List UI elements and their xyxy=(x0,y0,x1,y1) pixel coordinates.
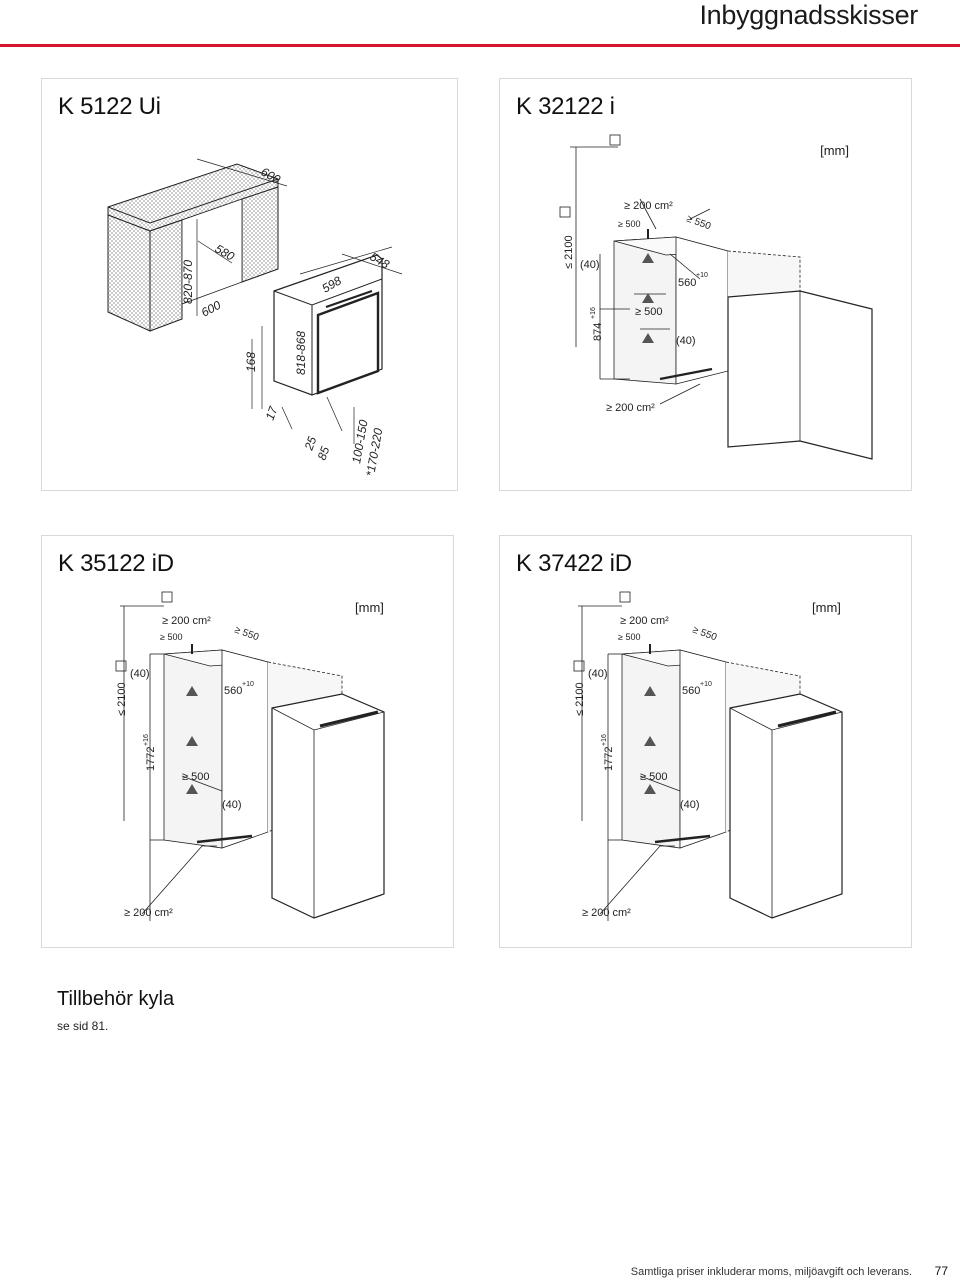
dim-niche-width-tol: +10 xyxy=(696,272,708,279)
panel-heading: K 37422 iD xyxy=(516,550,632,577)
dim-vent-bottom: ≥ 200 cm² xyxy=(124,907,173,919)
dim-niche-height: 1772 xyxy=(603,747,615,771)
panel-k35122: K 35122 iD [mm] ≤ 2100 (40) 1772 +16 ≥ 2… xyxy=(41,535,454,948)
dim-niche-width-tol: +10 xyxy=(242,681,254,688)
title-divider xyxy=(0,44,960,47)
dim-niche-tolerance: +16 xyxy=(590,307,597,319)
dim-max-height: ≤ 2100 xyxy=(563,235,575,269)
plug-icon xyxy=(573,660,585,672)
dim-depth-min: ≥ 500 xyxy=(618,219,640,229)
dim-door-swing: ≥ 550 xyxy=(233,624,261,643)
dim-side-gap: (40) xyxy=(676,335,696,347)
unit-label: [mm] xyxy=(812,600,841,615)
dim-vent-top: ≥ 200 cm² xyxy=(162,615,211,627)
dim-inner-depth: ≥ 500 xyxy=(635,306,662,318)
dim-niche-tolerance: +16 xyxy=(601,734,608,746)
socket-icon xyxy=(609,134,621,146)
k5122-installation-drawing: 600 580 820-870 600 598 548 818-868 168 … xyxy=(107,158,403,478)
panel-k32122: K 32122 i [mm] ≤ 2100 (40) 874 +16 ≥ 200… xyxy=(499,78,912,491)
panel-heading: K 35122 iD xyxy=(58,550,174,577)
dim-max-height: ≤ 2100 xyxy=(574,682,586,716)
dim-niche-width-tol: +10 xyxy=(700,681,712,688)
dim-inner-depth: ≥ 500 xyxy=(640,771,667,783)
dim-vent-top: ≥ 200 cm² xyxy=(620,615,669,627)
dim-plinth-height: 168 xyxy=(244,352,258,372)
dim-door-swing: ≥ 550 xyxy=(685,213,713,232)
fridge-unit xyxy=(273,254,383,396)
panel-k37422: K 37422 iD [mm] ≤ 2100 (40) 1772 +16 ≥ 2… xyxy=(499,535,912,948)
footer-note: Samtliga priser inkluderar moms, miljöav… xyxy=(630,1266,912,1278)
dim-top-gap: (40) xyxy=(580,259,600,271)
dim-niche-width: 560 xyxy=(224,685,242,697)
dim-side-gap: (40) xyxy=(680,799,700,811)
dim-depth-min: ≥ 500 xyxy=(160,632,182,642)
dim-gap: 25 xyxy=(301,434,319,453)
k32122-installation-drawing: ≤ 2100 (40) 874 +16 ≥ 200 cm² ≥ 500 ≥ 55… xyxy=(559,134,873,460)
panel-k5122: K 5122 Ui 600 580 82 xyxy=(41,78,458,491)
dim-inner-depth: ≥ 500 xyxy=(182,771,209,783)
plug-icon xyxy=(559,206,571,218)
dim-niche-width: 560 xyxy=(682,685,700,697)
dim-door-offset: 17 xyxy=(263,403,281,422)
unit-label: [mm] xyxy=(820,143,849,158)
dim-niche-height: 874 xyxy=(592,323,604,341)
k37422-installation-drawing: ≤ 2100 (40) 1772 +16 ≥ 200 cm² ≥ 500 ≥ 5… xyxy=(573,591,843,921)
dim-unit-height: 818-868 xyxy=(294,331,308,375)
dim-depth-min: ≥ 500 xyxy=(618,632,640,642)
dim-vent-bottom: ≥ 200 cm² xyxy=(606,402,655,414)
dim-cabinet-height: 820-870 xyxy=(181,260,195,304)
dim-top-gap: (40) xyxy=(130,668,150,680)
dim-top-gap: (40) xyxy=(588,668,608,680)
dim-vent-bottom: ≥ 200 cm² xyxy=(582,907,631,919)
page-title: Inbyggnadsskisser xyxy=(699,0,918,30)
plug-icon xyxy=(115,660,127,672)
dim-niche-tolerance: +16 xyxy=(143,734,150,746)
unit-label: [mm] xyxy=(355,600,384,615)
socket-icon xyxy=(619,591,631,603)
dim-cabinet-width: 600 xyxy=(199,298,224,320)
accessories-heading: Tillbehör kyla xyxy=(57,988,175,1010)
dim-niche-height: 1772 xyxy=(145,747,157,771)
k35122-installation-drawing: ≤ 2100 (40) 1772 +16 ≥ 200 cm² ≥ 500 ≥ 5… xyxy=(115,591,385,921)
right-cabinet xyxy=(241,186,279,283)
dim-side-gap: (40) xyxy=(222,799,242,811)
accessories-page-ref: se sid 81. xyxy=(57,1019,109,1033)
dim-max-height: ≤ 2100 xyxy=(116,682,128,716)
socket-icon xyxy=(161,591,173,603)
left-cabinet xyxy=(107,214,151,332)
dim-vent-top: ≥ 200 cm² xyxy=(624,200,673,212)
dim-niche-width: 560 xyxy=(678,277,696,289)
dim-door-swing: ≥ 550 xyxy=(691,624,719,643)
panel-heading: K 5122 Ui xyxy=(58,93,161,120)
page-number: 77 xyxy=(934,1264,948,1278)
dim-plinth-depth: 85 xyxy=(315,444,333,462)
panel-heading: K 32122 i xyxy=(516,93,615,120)
